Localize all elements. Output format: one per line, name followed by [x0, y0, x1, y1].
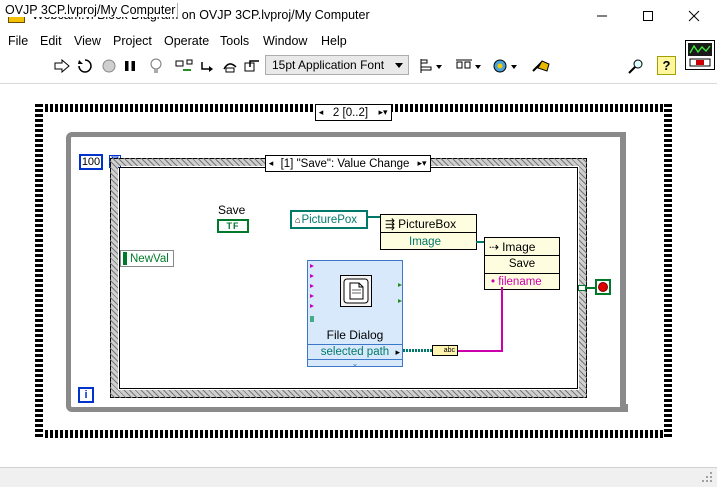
step-over-icon[interactable]: [222, 57, 240, 75]
save-terminal-type: TF: [226, 221, 240, 231]
file-dialog-output: selected path ▸: [308, 344, 402, 360]
menu-file[interactable]: File: [8, 34, 29, 48]
toolbar-divider: [0, 83, 717, 84]
maximize-icon: [643, 11, 653, 21]
sequence-prev-icon[interactable]: ◂: [318, 107, 324, 117]
status-bar: [0, 467, 717, 487]
retain-wire-values-icon[interactable]: [175, 57, 193, 75]
menu-edit[interactable]: Edit: [40, 34, 62, 48]
file-dialog-express-vi[interactable]: File Dialog selected path ▸ ⌄: [307, 260, 403, 368]
abort-icon[interactable]: [100, 57, 118, 75]
refnum-wire-2: [476, 241, 485, 243]
invoke-node[interactable]: ⇢ Image Save • filename: [484, 237, 560, 290]
distribute-icon[interactable]: [455, 57, 483, 75]
status-context: OVJP 3CP.lvproj/My Computer: [3, 3, 179, 17]
font-select[interactable]: 15pt Application Font: [265, 55, 409, 75]
event-prev-icon[interactable]: ◂: [268, 158, 274, 168]
sequence-selector-label: 2 [0..2]: [332, 106, 369, 119]
step-out-icon[interactable]: [244, 57, 262, 75]
close-button[interactable]: [671, 0, 717, 32]
menu-bar: [0, 32, 717, 52]
loop-stop-terminal[interactable]: [595, 279, 611, 295]
picturebox-reference[interactable]: ⌂ PicturePox: [290, 210, 368, 229]
close-icon: [688, 10, 700, 22]
reference-icon: ⌂: [295, 214, 301, 225]
file-dialog-title: File Dialog: [326, 328, 384, 342]
while-loop: [66, 132, 626, 412]
menu-project[interactable]: Project: [113, 34, 152, 48]
property-node-property: Image: [409, 235, 441, 248]
newval-label: NewVal: [130, 252, 169, 265]
invoke-node-param-marker: •: [491, 276, 496, 288]
string-wire-horizontal: [457, 350, 503, 352]
path-to-string-label: abc: [443, 347, 455, 354]
highlight-execution-icon[interactable]: [147, 57, 165, 75]
invoke-node-param-label: filename: [498, 276, 542, 288]
stop-icon: [598, 282, 608, 292]
property-node[interactable]: ⇶ PictureBox Image: [380, 214, 477, 250]
run-arrow-icon[interactable]: [53, 57, 71, 75]
minimize-icon: [597, 15, 607, 17]
minimize-button[interactable]: [579, 0, 625, 32]
menu-operate[interactable]: Operate: [164, 34, 210, 48]
expand-chevron-icon[interactable]: ⌄: [308, 359, 402, 368]
save-boolean-terminal[interactable]: TF: [217, 219, 249, 233]
boolean-tunnel: [578, 285, 586, 291]
event-next-icon[interactable]: ▸▾: [417, 158, 427, 168]
menu-view[interactable]: View: [74, 34, 101, 48]
align-icon[interactable]: [420, 57, 444, 75]
loop-iteration-terminal[interactable]: i: [78, 387, 94, 403]
menu-help[interactable]: Help: [321, 34, 347, 48]
path-wire: [403, 349, 433, 352]
invoke-node-class: Image: [502, 239, 536, 254]
menu-tools[interactable]: Tools: [220, 34, 250, 48]
sequence-frame-left: [35, 104, 43, 438]
output-arrow-icon: ▸: [395, 347, 400, 357]
path-to-string-node[interactable]: abc: [432, 345, 458, 356]
pause-icon[interactable]: [121, 57, 139, 75]
loop-resize-handle[interactable]: [618, 404, 628, 412]
menu-window[interactable]: Window: [263, 34, 308, 48]
picturebox-ref-label: PicturePox: [301, 213, 358, 226]
file-dialog-icon: [340, 275, 372, 307]
property-node-class: PictureBox: [398, 216, 457, 231]
maximize-button[interactable]: [625, 0, 671, 32]
resize-grip-icon[interactable]: [700, 470, 714, 484]
vertical-scrollbar[interactable]: [700, 84, 717, 467]
invoke-node-class-icon: ⇢: [489, 239, 500, 254]
invoke-node-method: Save: [485, 256, 559, 274]
refnum-wire-1: [366, 216, 382, 218]
boolean-wire: [586, 287, 596, 289]
run-continuous-icon[interactable]: [76, 57, 94, 75]
search-icon[interactable]: [627, 57, 645, 75]
string-wire-vertical: [501, 287, 503, 351]
property-node-class-icon: ⇶: [385, 216, 396, 231]
vi-connector-icon[interactable]: [685, 40, 715, 70]
sequence-next-icon[interactable]: ▸▾: [378, 107, 388, 117]
event-data-node[interactable]: NewVal: [120, 250, 174, 267]
event-selector[interactable]: ◂ [1] "Save": Value Change ▸▾: [265, 155, 431, 172]
invoke-node-param: • filename: [485, 274, 559, 291]
help-icon[interactable]: ?: [657, 56, 676, 75]
loop-count-constant[interactable]: 100: [79, 154, 103, 170]
sequence-frame-right: [664, 104, 672, 438]
font-select-value: 15pt Application Font: [272, 58, 385, 72]
cleanup-icon[interactable]: [530, 57, 552, 75]
sequence-selector[interactable]: ◂ 2 [0..2] ▸▾: [315, 104, 392, 121]
file-dialog-output-label: selected path: [320, 346, 390, 358]
chevron-down-icon: [395, 63, 403, 68]
boolean-type-icon: [123, 252, 127, 265]
sequence-frame-bottom: [35, 430, 672, 438]
event-selector-label: [1] "Save": Value Change: [280, 157, 410, 170]
reorder-icon[interactable]: [493, 57, 521, 75]
save-terminal-label: Save: [218, 203, 246, 217]
step-into-icon[interactable]: [200, 57, 218, 75]
